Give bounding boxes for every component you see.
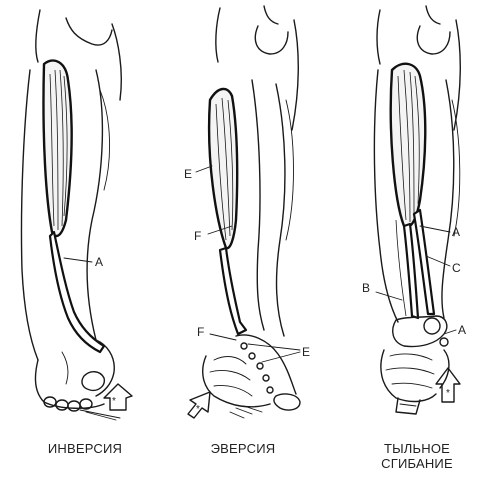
label-f-lower: F [197, 325, 204, 339]
label-b-dorsiflexion: B [362, 281, 370, 295]
label-a-upper-dorsiflexion: A [452, 225, 460, 239]
caption-inversion-line: ИНВЕРСИЯ [10, 441, 160, 456]
label-e-lower: E [302, 345, 310, 359]
label-e-upper: E [184, 167, 192, 181]
caption-dorsiflexion-line-1: ТЫЛЬНОЕ [352, 441, 482, 456]
label-c-dorsiflexion: C [452, 261, 461, 275]
caption-eversion-line: ЭВЕРСИЯ [168, 441, 318, 456]
caption-inversion: ИНВЕРСИЯ [10, 441, 160, 456]
label-a-inversion: A [95, 255, 103, 269]
inversion-leg-drawing [21, 10, 132, 420]
label-a-lower-dorsiflexion: A [458, 323, 466, 337]
caption-dorsiflexion-line-2: СГИБАНИЕ [352, 456, 482, 471]
label-f-upper: F [194, 229, 201, 243]
caption-dorsiflexion: ТЫЛЬНОЕ СГИБАНИЕ [352, 441, 482, 471]
caption-eversion: ЭВЕРСИЯ [168, 441, 318, 456]
inversion-arrow-icon [104, 384, 132, 410]
eversion-leg-drawing [188, 6, 300, 418]
eversion-arrow-mark: * [196, 404, 200, 415]
leg-movement-illustration: A * [0, 0, 486, 430]
dorsiflexion-arrow-mark: * [446, 388, 450, 399]
dorsiflexion-leg-drawing [374, 6, 460, 414]
inversion-arrow-mark: * [112, 396, 116, 407]
